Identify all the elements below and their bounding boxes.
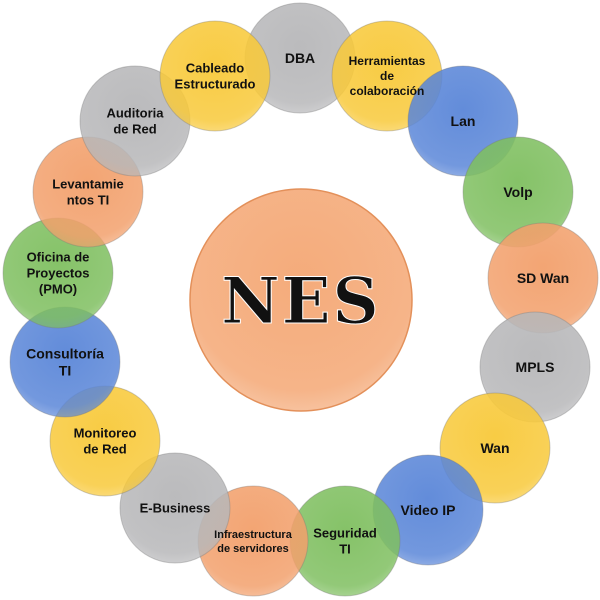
service-label: Video IP: [401, 502, 456, 518]
service-node-label: E-Business: [140, 501, 211, 516]
service-node-label: Lan: [451, 113, 476, 129]
service-label: de Red: [113, 122, 156, 137]
label-layer: NES DBA HerramientasdecolaboraciónLanVolpS…: [26, 50, 569, 557]
service-label: de: [380, 69, 394, 83]
service-label: colaboración: [350, 84, 425, 98]
service-label: de servidores: [217, 543, 289, 555]
service-node-label: DBA: [285, 50, 315, 66]
service-label: E-Business: [140, 501, 211, 516]
service-label: (PMO): [39, 282, 77, 297]
service-label: Lan: [451, 113, 476, 129]
service-label: Consultoría: [26, 345, 104, 361]
service-circle: [159, 20, 271, 132]
service-node-label: Volp: [503, 184, 532, 200]
service-label: SD Wan: [517, 270, 569, 286]
service-node-label: Infraestructura de servidores: [214, 529, 293, 555]
service-label: Auditoria: [106, 106, 164, 121]
service-node-label: Video IP: [401, 502, 456, 518]
service-node-label: SD Wan: [517, 270, 569, 286]
service-label: Infraestructura: [214, 529, 293, 541]
service-label: Cableado: [186, 61, 245, 76]
service-label: Herramientas: [349, 54, 426, 68]
service-label: Wan: [480, 440, 509, 456]
service-label: TI: [339, 542, 351, 557]
service-label: MPLS: [516, 359, 555, 375]
service-label: de Red: [83, 442, 126, 457]
nes-logo: NES: [221, 264, 381, 339]
service-label: Levantamie: [52, 177, 124, 192]
service-label: TI: [59, 362, 71, 378]
service-label: DBA: [285, 50, 315, 66]
service-node-label: MPLS: [516, 359, 555, 375]
service-label: Seguridad: [313, 526, 377, 541]
service-circle: [119, 452, 231, 564]
service-label: Monitoreo: [74, 426, 137, 441]
service-label: ntos TI: [67, 193, 110, 208]
service-label: Proyectos: [27, 266, 90, 281]
service-node-label: Wan: [480, 440, 509, 456]
service-label: Volp: [503, 184, 532, 200]
service-label: Estructurado: [175, 77, 256, 92]
service-label: Oficina de: [27, 250, 90, 265]
center-circle: [189, 188, 413, 412]
